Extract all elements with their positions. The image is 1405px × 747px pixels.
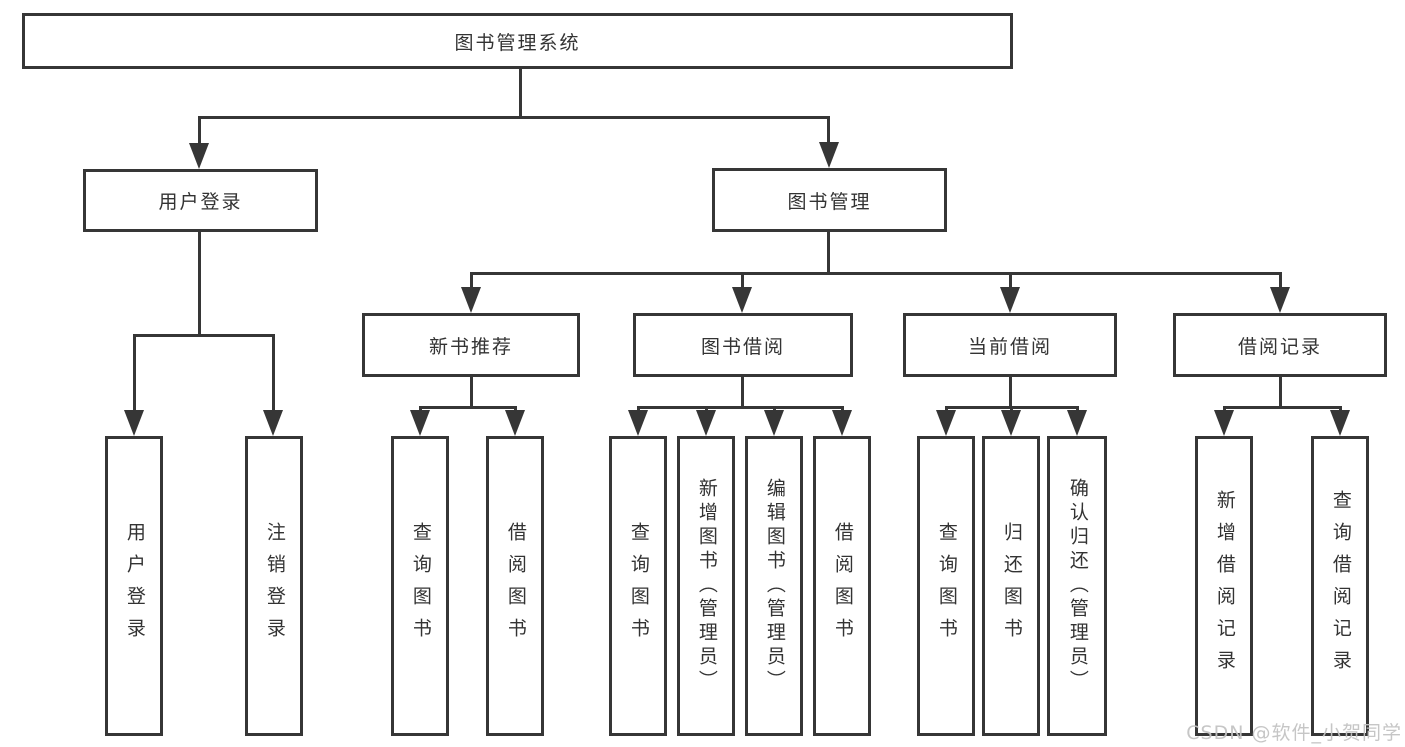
leaf-borrow-edit-admin-label: 编辑图书（管理员） bbox=[763, 478, 786, 694]
arrowhead-down-icon bbox=[461, 287, 481, 313]
arrowhead-down-icon bbox=[936, 410, 956, 436]
connector-line bbox=[271, 334, 275, 426]
leaf-newbooks-query: 查询图书 bbox=[391, 436, 449, 736]
leaf-logout: 注销登录 bbox=[245, 436, 303, 736]
arrowhead-down-icon bbox=[1001, 410, 1021, 436]
leaf-borrow-borrow: 借阅图书 bbox=[813, 436, 871, 736]
node-borrow-records: 借阅记录 bbox=[1173, 313, 1387, 377]
node-root-label: 图书管理系统 bbox=[454, 31, 581, 54]
leaf-borrow-add-admin: 新增图书（管理员） bbox=[677, 436, 735, 736]
leaf-borrow-add-admin-label: 新增图书（管理员） bbox=[695, 478, 718, 694]
connector-line bbox=[827, 232, 830, 275]
leaf-borrow-borrow-label: 借阅图书 bbox=[831, 522, 854, 650]
leaf-records-add-label: 新增借阅记录 bbox=[1213, 490, 1236, 682]
leaf-user-login-label: 用户登录 bbox=[123, 522, 146, 650]
connector-line bbox=[469, 377, 473, 409]
leaf-user-login: 用户登录 bbox=[105, 436, 163, 736]
connector-line bbox=[1008, 377, 1012, 409]
connector-line bbox=[418, 406, 517, 409]
arrowhead-down-icon bbox=[1000, 287, 1020, 313]
arrowhead-down-icon bbox=[505, 410, 525, 436]
node-current-borrow: 当前借阅 bbox=[903, 313, 1117, 377]
connector-line bbox=[132, 334, 275, 337]
node-current-borrow-label: 当前借阅 bbox=[967, 335, 1052, 358]
arrowhead-down-icon bbox=[124, 410, 144, 436]
leaf-logout-label: 注销登录 bbox=[263, 522, 286, 650]
connector-line bbox=[636, 406, 844, 409]
connector-line bbox=[197, 116, 201, 159]
arrowhead-down-icon bbox=[764, 410, 784, 436]
arrowhead-down-icon bbox=[1067, 410, 1087, 436]
arrowhead-down-icon bbox=[696, 410, 716, 436]
leaf-borrow-query-label: 查询图书 bbox=[627, 522, 650, 650]
connector-line bbox=[827, 116, 830, 158]
connector-line bbox=[1278, 377, 1282, 409]
leaf-records-query: 查询借阅记录 bbox=[1311, 436, 1369, 736]
leaf-current-confirm-admin-label: 确认归还（管理员） bbox=[1066, 478, 1089, 694]
arrowhead-down-icon bbox=[1214, 410, 1234, 436]
arrowhead-down-icon bbox=[263, 410, 283, 436]
arrowhead-down-icon bbox=[1270, 287, 1290, 313]
leaf-records-query-label: 查询借阅记录 bbox=[1329, 490, 1352, 682]
leaf-current-confirm-admin: 确认归还（管理员） bbox=[1047, 436, 1107, 736]
leaf-current-query-label: 查询图书 bbox=[935, 522, 958, 650]
arrowhead-down-icon bbox=[832, 410, 852, 436]
leaf-current-return: 归还图书 bbox=[982, 436, 1040, 736]
leaf-newbooks-query-label: 查询图书 bbox=[409, 522, 432, 650]
leaf-current-return-label: 归还图书 bbox=[1000, 522, 1023, 650]
node-book-borrow: 图书借阅 bbox=[633, 313, 853, 377]
connector-line bbox=[518, 69, 522, 119]
connector-line bbox=[1222, 406, 1342, 409]
arrowhead-down-icon bbox=[818, 142, 839, 168]
leaf-borrow-edit-admin: 编辑图书（管理员） bbox=[745, 436, 803, 736]
node-new-books-label: 新书推荐 bbox=[428, 335, 513, 358]
node-new-books: 新书推荐 bbox=[362, 313, 580, 377]
connector-line bbox=[132, 334, 136, 426]
arrowhead-down-icon bbox=[628, 410, 648, 436]
connector-line bbox=[197, 231, 201, 337]
watermark: CSDN @软件_小贺同学 bbox=[1186, 722, 1402, 744]
node-borrow-records-label: 借阅记录 bbox=[1237, 335, 1322, 358]
leaf-newbooks-borrow: 借阅图书 bbox=[486, 436, 544, 736]
node-book-borrow-label: 图书借阅 bbox=[700, 335, 785, 358]
node-book-mgmt-label: 图书管理 bbox=[787, 190, 872, 213]
leaf-records-add: 新增借阅记录 bbox=[1195, 436, 1253, 736]
node-user-login-label: 用户登录 bbox=[158, 191, 243, 213]
leaf-borrow-query: 查询图书 bbox=[609, 436, 667, 736]
arrowhead-down-icon bbox=[189, 143, 209, 169]
arrowhead-down-icon bbox=[1330, 410, 1350, 436]
node-book-mgmt: 图书管理 bbox=[712, 168, 947, 232]
leaf-current-query: 查询图书 bbox=[917, 436, 975, 736]
node-user-login: 用户登录 bbox=[83, 169, 318, 232]
connector-line bbox=[740, 377, 744, 409]
connector-line bbox=[197, 116, 830, 119]
arrowhead-down-icon bbox=[410, 410, 430, 436]
leaf-newbooks-borrow-label: 借阅图书 bbox=[504, 522, 527, 650]
connector-line bbox=[469, 272, 1282, 275]
arrowhead-down-icon bbox=[732, 287, 752, 313]
node-root: 图书管理系统 bbox=[22, 13, 1013, 69]
